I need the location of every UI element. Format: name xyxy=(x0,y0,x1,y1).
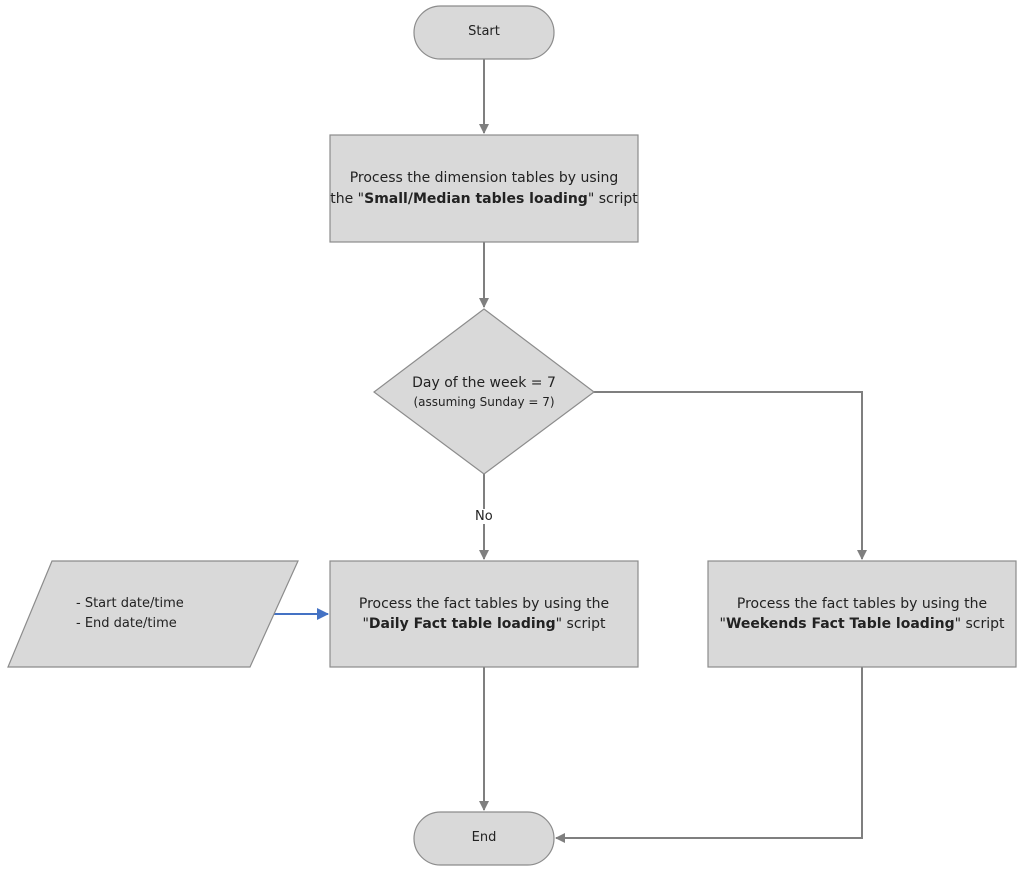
dimension-script-name: Small/Median tables loading xyxy=(364,190,588,207)
daily-prefix: " xyxy=(362,616,369,632)
dimension-process-text: Process the dimension tables by using th… xyxy=(330,135,638,242)
input-line2: - End date/time xyxy=(76,615,177,631)
start-label: Start xyxy=(414,6,554,59)
end-label-text: End xyxy=(471,830,497,846)
daily-script-name: Daily Fact table loading xyxy=(368,616,556,632)
decision-line2: (assuming Sunday = 7) xyxy=(413,394,555,409)
dimension-prefix: the " xyxy=(330,190,365,207)
end-terminal xyxy=(413,811,555,866)
connector-decision-to-weekend xyxy=(594,391,867,560)
daily-line1: Process the fact tables by using the xyxy=(358,595,610,612)
end-label: End xyxy=(414,812,554,865)
connector-weekend-to-end xyxy=(555,667,863,843)
dimension-suffix: " script xyxy=(587,190,638,207)
input-line1: - Start date/time xyxy=(76,596,184,611)
decision-diamond xyxy=(372,308,596,475)
weekend-prefix: " xyxy=(719,616,726,632)
daily-process-text: Process the fact tables by using the "Da… xyxy=(330,561,638,667)
weekend-script-name: Weekends Fact Table loading xyxy=(725,616,955,632)
edge-label-no: No xyxy=(473,509,495,524)
daily-line2: "Daily Fact table loading" script xyxy=(362,614,605,634)
daily-process-box xyxy=(329,560,639,668)
dimension-process-box xyxy=(329,134,639,243)
input-text: - Start date/time - End date/time xyxy=(76,594,246,633)
input-parallelogram xyxy=(7,560,299,668)
weekend-process-text: Process the fact tables by using the "We… xyxy=(708,561,1016,667)
start-label-text: Start xyxy=(468,24,500,40)
decision-line1: Day of the week = 7 xyxy=(412,375,556,392)
decision-text: Day of the week = 7 (assuming Sunday = 7… xyxy=(374,360,594,424)
weekend-line2: "Weekends Fact Table loading" script xyxy=(719,614,1004,634)
weekend-process-box xyxy=(707,560,1017,668)
daily-suffix: " script xyxy=(555,616,606,632)
weekend-suffix: " script xyxy=(954,616,1005,632)
dimension-line1: Process the dimension tables by using xyxy=(349,170,619,187)
start-terminal xyxy=(413,5,555,60)
dimension-line2: the "Small/Median tables loading" script xyxy=(330,189,637,209)
weekend-line1: Process the fact tables by using the xyxy=(736,595,988,612)
